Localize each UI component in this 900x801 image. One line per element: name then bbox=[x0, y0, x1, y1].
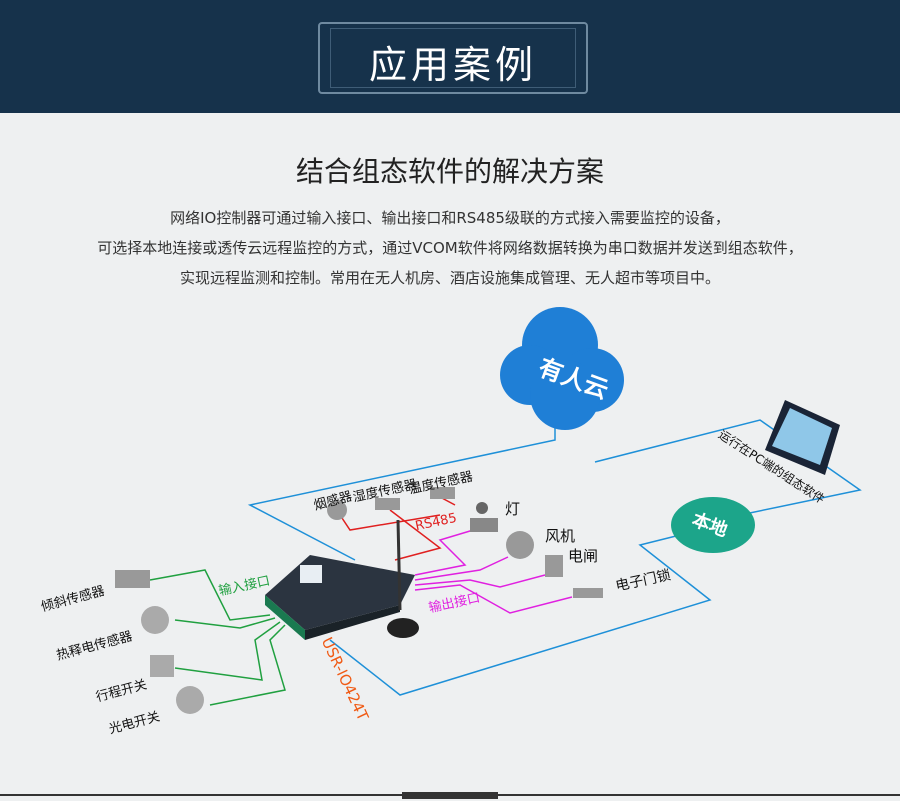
light-bulb-icon bbox=[476, 502, 488, 514]
limit-switch-icon bbox=[150, 655, 174, 677]
output-device-label: 风机 bbox=[545, 527, 576, 545]
description-line: 网络IO控制器可通过输入接口、输出接口和RS485级联的方式接入需要监控的设备， bbox=[170, 209, 730, 227]
antenna-base bbox=[387, 618, 419, 638]
io-controller-device bbox=[265, 555, 415, 640]
smoke-sensor-icon bbox=[327, 500, 347, 520]
input-line bbox=[149, 569, 271, 621]
photo-switch-icon bbox=[176, 686, 204, 714]
output-device-label: 灯 bbox=[505, 500, 521, 518]
title-frame bbox=[318, 22, 588, 94]
light-icon bbox=[470, 518, 498, 532]
local-badge bbox=[671, 497, 755, 553]
page-title: 应用案例 bbox=[368, 43, 537, 87]
output-line bbox=[414, 556, 509, 581]
pir-sensor-icon bbox=[141, 606, 169, 634]
pc-monitor-icon bbox=[765, 400, 840, 475]
input-line bbox=[209, 624, 286, 706]
temperature-sensor-icon bbox=[430, 487, 455, 499]
switch-icon bbox=[545, 555, 563, 577]
input-line bbox=[174, 617, 276, 629]
description-line: 可选择本地连接或透传云远程监控的方式，通过VCOM软件将网络数据转换为串口数据并… bbox=[97, 239, 803, 257]
network-line bbox=[247, 420, 556, 561]
title-frame-inner bbox=[330, 28, 576, 88]
output-line bbox=[414, 574, 546, 588]
output-line bbox=[414, 527, 481, 576]
humidity-sensor-icon bbox=[375, 498, 400, 510]
bottom-divider-accent bbox=[402, 792, 498, 799]
tilt-sensor-icon bbox=[115, 570, 150, 588]
output-line bbox=[414, 584, 573, 614]
description-line: 实现远程监测和控制。常用在无人机房、酒店设施集成管理、无人超市等项目中。 bbox=[179, 269, 720, 287]
section-description: 网络IO控制器可通过输入接口、输出接口和RS485级联的方式接入需要监控的设备，… bbox=[0, 203, 900, 293]
section-subtitle: 结合组态软件的解决方案 bbox=[295, 155, 604, 188]
door-lock-icon bbox=[573, 588, 603, 598]
network-line bbox=[329, 534, 712, 696]
rs485-line bbox=[389, 509, 442, 561]
cloud-icon bbox=[500, 307, 624, 430]
fan-icon bbox=[506, 531, 534, 559]
input-line bbox=[174, 621, 281, 681]
antenna-icon bbox=[396, 519, 402, 611]
output-device-label: 电闸 bbox=[568, 547, 599, 565]
